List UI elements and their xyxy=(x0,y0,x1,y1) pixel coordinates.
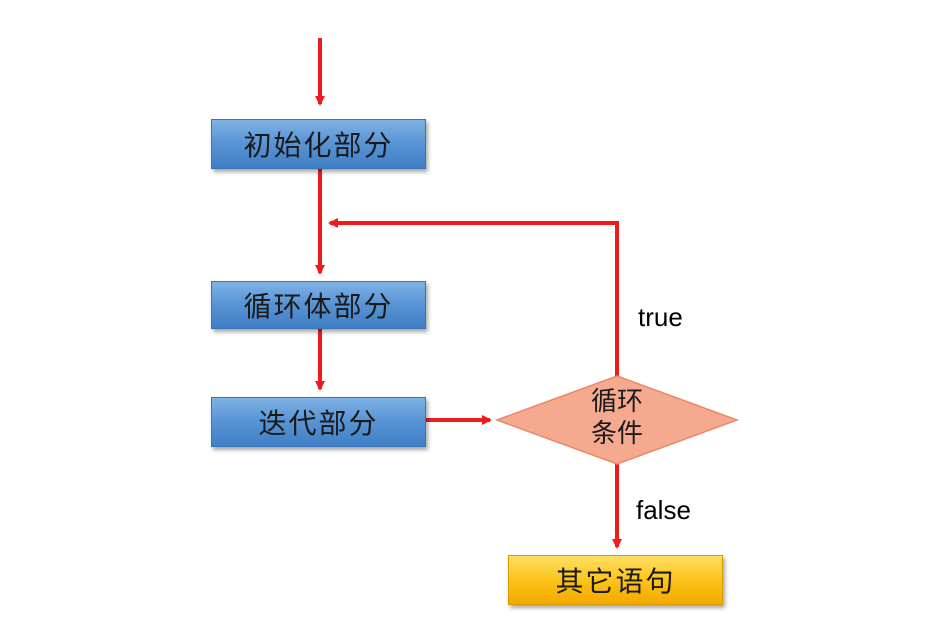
arrow-condition-true-loop xyxy=(328,218,619,376)
condition-diamond xyxy=(494,375,740,465)
condition-label: 循环 条件 xyxy=(557,386,677,450)
iteration-node: 迭代部分 xyxy=(211,397,426,447)
condition-label-line1: 循环 xyxy=(590,387,643,417)
other-statements-node: 其它语句 xyxy=(508,555,723,605)
false-branch-label: false xyxy=(636,495,691,525)
condition-label-line2: 条件 xyxy=(590,419,643,449)
init-node: 初始化部分 xyxy=(211,119,426,169)
loop-body-node: 循环体部分 xyxy=(211,281,426,329)
true-branch-label: true xyxy=(638,302,683,332)
